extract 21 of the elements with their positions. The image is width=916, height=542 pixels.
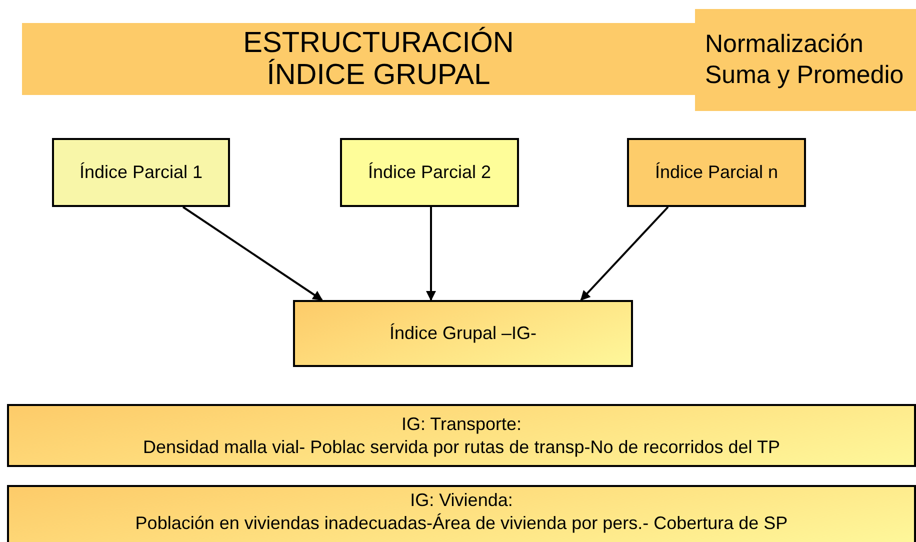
title-text: ESTRUCTURACIÓN ÍNDICE GRUPAL <box>242 27 515 91</box>
arrow <box>426 207 436 301</box>
box-body: Densidad malla vial- Poblac servida por rutas de transp-No de recorridos del TP <box>143 436 780 458</box>
box-heading: IG: Vivienda: <box>410 489 513 511</box>
arrow <box>182 206 323 301</box>
box-heading: IG: Transporte: <box>401 412 522 434</box>
indicator-box <box>7 404 916 467</box>
box-label: Índice Parcial 1 <box>79 161 203 184</box>
arrow <box>580 206 669 301</box>
process-box <box>627 138 806 207</box>
title-banner <box>22 23 695 95</box>
process-box <box>340 138 519 207</box>
box-label: Índice Parcial n <box>654 161 778 184</box>
indicator-box <box>7 485 916 542</box>
result-box <box>293 300 633 367</box>
note-text: Normalización Suma y Promedio <box>705 29 905 91</box>
box-label: Índice Parcial 2 <box>368 161 492 184</box>
box-body: Población en viviendas inadecuadas-Área de vivienda por pers.- Cobertura de SP <box>135 512 788 535</box>
note-box <box>695 9 916 111</box>
process-box <box>52 138 230 207</box>
box-label: Índice Grupal –IG- <box>389 322 537 345</box>
